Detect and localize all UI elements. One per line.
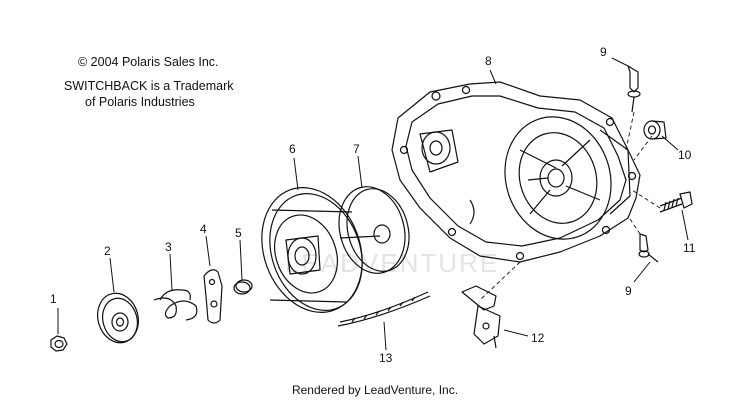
- pin-upper: [627, 65, 641, 113]
- callout-1: 1: [50, 292, 57, 306]
- callout-3: 3: [165, 240, 172, 254]
- leadventure-watermark: LEADVENTURE: [285, 248, 500, 278]
- callout-8: 8: [485, 54, 492, 68]
- washer-plate: [97, 292, 139, 344]
- callout-6: 6: [289, 142, 296, 156]
- callout-5: 5: [235, 226, 242, 240]
- callout-10: 10: [678, 148, 692, 162]
- dashed-alignment-lines: [479, 111, 661, 301]
- callout-7: 7: [353, 142, 360, 156]
- callout-11: 11: [683, 241, 696, 255]
- pawl: [203, 269, 223, 324]
- pawl-spring: [233, 279, 253, 295]
- nut: [50, 335, 68, 352]
- rope-pulley: [261, 187, 363, 313]
- callout-numbers: 1 2 3 4 5 6 7 8 9 10 11 9 12 13: [50, 45, 696, 365]
- copyright-line-3: of Polaris Industries: [85, 95, 195, 109]
- callout-12: 12: [531, 331, 545, 345]
- rope-bracket: [461, 285, 501, 349]
- recoil-spring: [338, 186, 410, 274]
- pin-lower: [638, 233, 659, 263]
- callout-2: 2: [104, 244, 111, 258]
- spring-clip: [153, 289, 198, 321]
- copyright-line-2: SWITCHBACK is a Trademark: [64, 79, 234, 93]
- copyright-line-1: © 2004 Polaris Sales Inc.: [78, 55, 219, 69]
- callout-13: 13: [379, 351, 393, 365]
- callout-4: 4: [200, 222, 207, 236]
- callout-9-lower: 9: [625, 284, 632, 298]
- recoil-housing: [391, 81, 641, 263]
- leader-lines: [57, 57, 689, 351]
- callout-9-upper: 9: [600, 45, 607, 59]
- footer-credit: Rendered by LeadVenture, Inc.: [291, 383, 459, 397]
- bolt: [659, 191, 693, 213]
- bushing: [643, 120, 667, 140]
- starter-rope: [337, 291, 431, 327]
